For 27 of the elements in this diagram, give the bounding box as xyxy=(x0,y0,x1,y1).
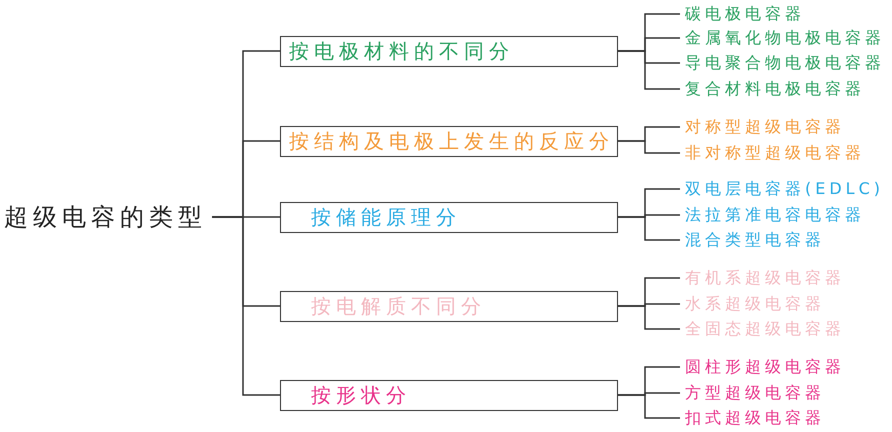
category-box: 按储能原理分 xyxy=(280,202,618,232)
item-label: 金属氧化物电极电容器 xyxy=(680,27,885,49)
item-label: 混合类型电容器 xyxy=(680,229,825,251)
category-box: 按结构及电极上发生的反应分 xyxy=(280,126,618,156)
item-label: 法拉第准电容电容器 xyxy=(680,204,865,226)
item-label: 碳电极电容器 xyxy=(680,3,805,25)
item-label: 圆柱形超级电容器 xyxy=(680,356,845,378)
item-label: 非对称型超级电容器 xyxy=(680,142,865,164)
category-box: 按形状分 xyxy=(280,380,618,410)
category-box: 按电极材料的不同分 xyxy=(280,36,618,66)
item-label: 对称型超级电容器 xyxy=(680,116,845,138)
connector-line xyxy=(212,216,280,396)
item-label: 水系超级电容器 xyxy=(680,293,825,315)
connector-line xyxy=(618,50,680,90)
category-box: 按电解质不同分 xyxy=(280,290,618,322)
item-label: 扣式超级电容器 xyxy=(680,407,825,429)
item-label: 有机系超级电容器 xyxy=(680,267,845,289)
connector-line xyxy=(618,394,680,419)
item-label: 方型超级电容器 xyxy=(680,382,825,404)
item-label: 双电层电容器(EDLC) xyxy=(680,178,884,200)
connector-line xyxy=(618,305,680,330)
item-label: 全固态超级电容器 xyxy=(680,318,845,340)
connector-line xyxy=(618,216,680,241)
item-label: 复合材料电极电容器 xyxy=(680,78,865,100)
root-label: 超级电容的类型 xyxy=(4,202,212,232)
connector-line xyxy=(618,140,680,154)
item-label: 导电聚合物电极电容器 xyxy=(680,52,885,74)
